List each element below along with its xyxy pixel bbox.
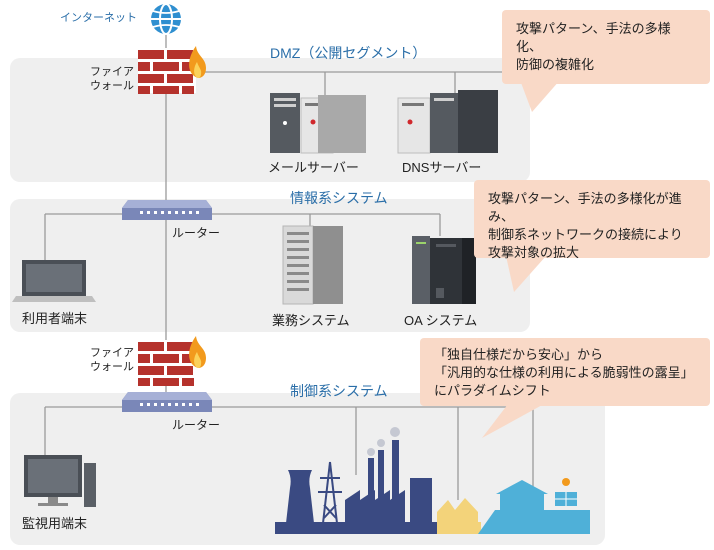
- firewall-top-line2: ウォール: [90, 80, 134, 92]
- callout-3: 「独自仕様だから安心」から 「汎用的な仕様の利用による脆弱性の露呈」 にパラダイ…: [420, 338, 710, 406]
- callout-1-line2: 防御の複雑化: [516, 57, 595, 72]
- info-system-title: 情報系システム: [290, 190, 388, 206]
- mail-server-label: メールサーバー: [268, 160, 359, 175]
- callout-1-tail: [520, 80, 560, 112]
- callout-2-line1: 攻撃パターン、手法の多様化が進み、: [488, 191, 682, 224]
- firewall-mid-icon: [138, 336, 206, 386]
- callout-2: 攻撃パターン、手法の多様化が進み、 制御系ネットワークの接続により 攻撃対象の拡…: [474, 180, 710, 260]
- power-plant-illustration: [275, 427, 590, 534]
- business-server-icon: [282, 225, 343, 305]
- business-system-label: 業務システム: [272, 313, 350, 328]
- firewall-top-label: ファイア ウォール: [90, 65, 134, 93]
- dns-server-label: DNSサーバー: [402, 160, 482, 175]
- callout-1-line1: 攻撃パターン、手法の多様化、: [516, 21, 671, 54]
- dns-server-icon: [397, 90, 498, 154]
- monitor-terminal-icon: [24, 455, 96, 507]
- router-info-icon: [122, 200, 212, 220]
- router-info-label: ルーター: [172, 226, 221, 240]
- dmz-title: DMZ（公開セグメント）: [270, 45, 427, 61]
- firewall-top-icon: [138, 46, 206, 94]
- callout-3-line2: 「汎用的な仕様の利用による脆弱性の露呈」: [434, 365, 694, 380]
- firewall-mid-line1: ファイア: [90, 347, 134, 359]
- internet-label: インターネット: [60, 12, 137, 24]
- callout-2-line3: 攻撃対象の拡大: [488, 245, 580, 260]
- globe-icon: [151, 3, 181, 35]
- callout-3-line1: 「独自仕様だから安心」から: [434, 347, 604, 362]
- monitor-terminal-label: 監視用端末: [22, 516, 88, 531]
- laptop-icon: [12, 260, 96, 302]
- control-system-title: 制御系システム: [290, 383, 388, 399]
- callout-3-tail: [482, 404, 544, 438]
- mail-server-icon: [270, 93, 366, 154]
- oa-server-icon: [412, 236, 476, 304]
- oa-system-label: OA システム: [404, 313, 478, 328]
- callout-2-tail: [506, 256, 546, 292]
- callout-2-line2: 制御系ネットワークの接続により: [488, 227, 683, 242]
- router-control-label: ルーター: [172, 418, 221, 432]
- callout-1: 攻撃パターン、手法の多様化、 防御の複雑化: [502, 10, 710, 84]
- callout-3-line3: にパラダイムシフト: [434, 383, 551, 398]
- firewall-mid-label: ファイア ウォール: [90, 346, 134, 374]
- router-control-icon: [122, 392, 212, 412]
- firewall-mid-line2: ウォール: [90, 361, 134, 373]
- firewall-top-line1: ファイア: [90, 66, 134, 78]
- user-terminal-label: 利用者端末: [22, 311, 88, 326]
